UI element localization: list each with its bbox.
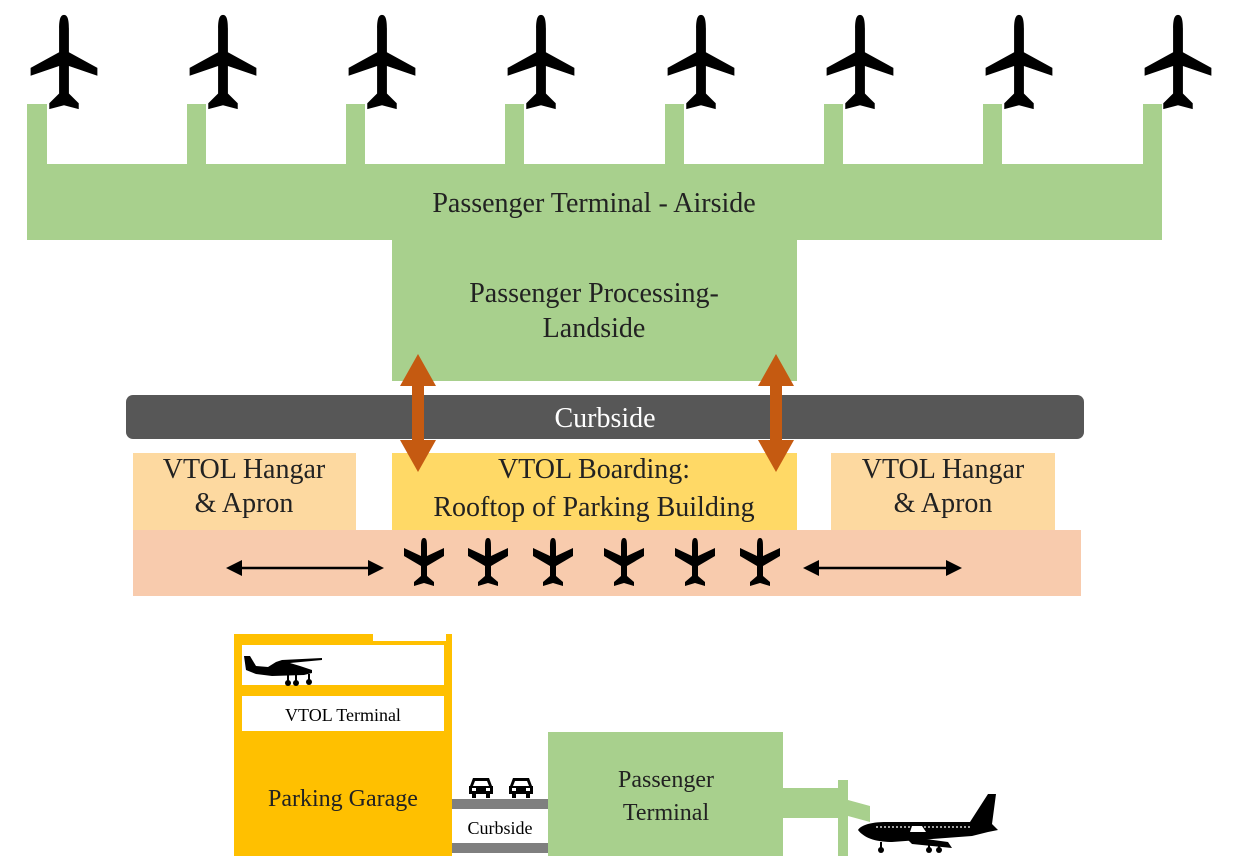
airplane-top-view-icon [985,14,1053,110]
airplane-top-view-icon [667,14,735,110]
curbside-road-lower [452,843,548,853]
vtol-apron-strip [133,530,1081,596]
gate-aircraft-row [30,14,1212,110]
airplane-top-view-icon [30,14,98,110]
boarding-line2: Rooftop of Parking Building [433,492,754,523]
apron-movement-arrows [226,560,962,576]
passenger-processing-landside [392,239,797,381]
parking-garage-label: Parking Garage [268,786,418,812]
airside-label: Passenger Terminal - Airside [432,188,755,219]
jet-bridge [782,780,870,856]
hangar-left-line1: VTOL Hangar [163,454,326,485]
vtol-boarding-rooftop [392,453,797,530]
hangar-left-line2: & Apron [195,488,294,519]
parking-garage-building [234,630,452,856]
airplane-top-view-icon [189,14,257,110]
vtol-hangar-left [133,453,356,530]
airplane-top-view-icon [507,14,575,110]
airplane-top-view-icon [826,14,894,110]
vtol-terminal-label: VTOL Terminal [285,705,401,725]
hangar-right-line1: VTOL Hangar [862,454,1025,485]
hangar-right-line2: & Apron [894,488,993,519]
curbside-road-upper [452,799,548,809]
airplane-top-view-icon [1144,14,1212,110]
vtol-hangar-right [831,453,1055,530]
vtol-terminal-floor [242,696,444,731]
access-arrows [400,354,794,472]
airplane-top-view-icon [348,14,416,110]
section-curbside-label: Curbside [468,818,533,838]
jet-side-icon [857,793,999,854]
processing-label-line2: Landside [543,313,646,344]
car-front-icon [509,778,533,798]
double-arrow-icon [758,354,794,472]
double-arrow-icon [400,354,436,472]
passenger-terminal-line2: Terminal [623,800,710,826]
processing-label-line1: Passenger Processing- [469,278,719,309]
curbside-label: Curbside [554,403,655,434]
passenger-terminal-line1: Passenger [618,767,714,793]
passenger-terminal-airside [27,104,1162,240]
boarding-line1: VTOL Boarding: [498,454,690,485]
curbside-bar [126,395,1084,439]
passenger-terminal-section [548,732,783,856]
car-front-icon [469,778,493,798]
